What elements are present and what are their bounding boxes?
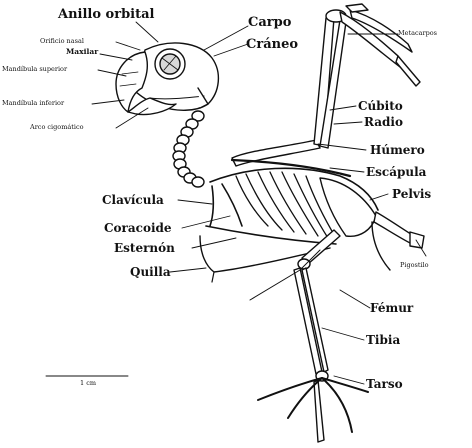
leg: [257, 229, 369, 443]
label-femur: Fémur: [370, 301, 414, 315]
label-tarso: Tarso: [366, 377, 403, 391]
label-mandibula-inferior: Mandíbula inferior: [2, 99, 65, 107]
label-arco-cigomatico: Arco cigomático: [30, 123, 84, 131]
label-pigostilo: Pigostilo: [400, 261, 429, 269]
label-craneo: Cráneo: [246, 37, 299, 52]
label-orificio-nasal: Orificio nasal: [40, 37, 84, 45]
label-esternon: Esternón: [114, 241, 175, 255]
label-mandibula-superior: Mandíbula superior: [2, 65, 68, 73]
label-metacarpos: Metacarpos: [398, 29, 438, 37]
label-tibia: Tibia: [366, 333, 401, 347]
label-carpo: Carpo: [248, 15, 292, 30]
leader-lines: [45, 21, 427, 385]
label-radio: Radio: [364, 115, 403, 129]
label-quilla: Quilla: [130, 265, 171, 279]
label-scale: 1 cm: [80, 379, 97, 387]
skull: [115, 42, 219, 116]
neck-vertebrae: [172, 110, 205, 188]
label-cubito: Cúbito: [358, 99, 403, 113]
label-escapula: Escápula: [366, 165, 427, 179]
label-clavicula: Clavícula: [102, 193, 164, 207]
tail: [371, 211, 425, 271]
torso: [199, 158, 379, 283]
label-pelvis: Pelvis: [392, 187, 432, 201]
label-coracoides: Coracoide: [104, 221, 172, 235]
label-anillo-orbital: Anillo orbital: [58, 7, 155, 22]
label-maxilar: Maxilar: [66, 47, 99, 56]
label-humero: Húmero: [370, 143, 425, 157]
wing: [231, 3, 421, 167]
leg-far: [249, 249, 321, 301]
